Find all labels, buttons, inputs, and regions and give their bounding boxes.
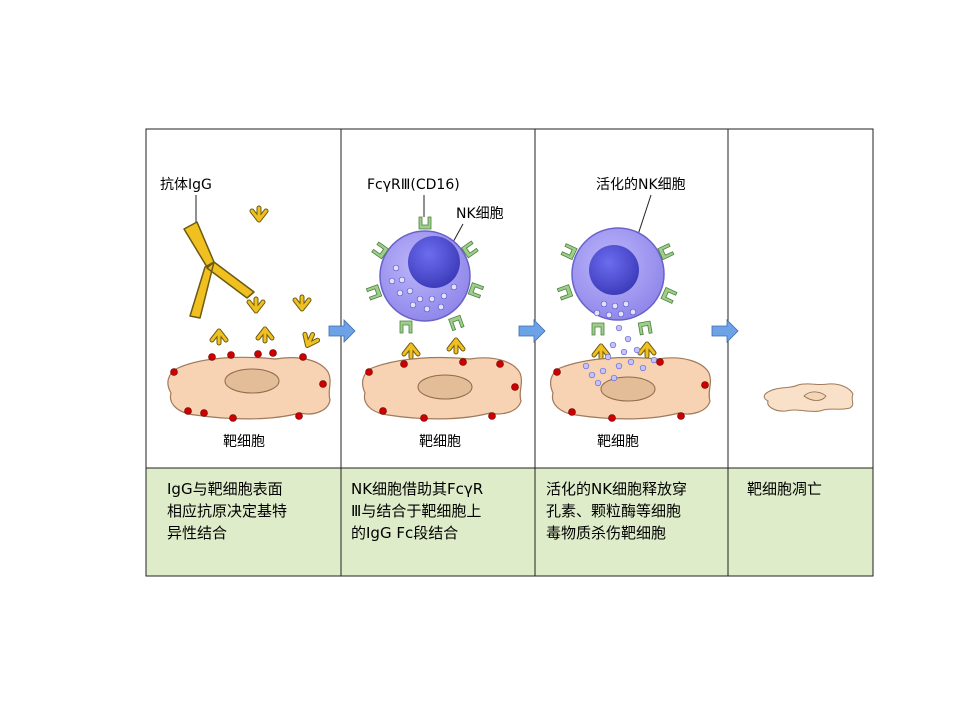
antibody-free: [252, 208, 266, 220]
antibody-free: [295, 297, 309, 309]
antibody-label: 抗体IgG: [160, 177, 212, 193]
caption-line: 靶细胞凋亡: [747, 480, 823, 498]
granules: [593, 300, 637, 319]
panel-4: [711, 319, 854, 412]
caption-line: IgG与靶细胞表面: [167, 480, 283, 498]
antigen-dots: [553, 358, 709, 422]
caption-line: 的IgG Fc段结合: [351, 524, 459, 542]
caption-line: 孔素、颗粒酶等细胞: [546, 502, 682, 520]
released-granules: [582, 324, 658, 387]
antibody-bound: [640, 344, 654, 356]
nk-cell-label: NK细胞: [456, 206, 504, 222]
receptor-cd16: [556, 284, 574, 301]
antibody-free: [301, 332, 319, 349]
target-cell-label: 靶细胞: [223, 434, 265, 450]
receptor-cd16: [448, 314, 465, 332]
antibody-igg-large: [183, 221, 255, 319]
caption-3: 活化的NK细胞释放穿 孔素、颗粒酶等细胞 毒物质杀伤靶细胞: [546, 478, 687, 544]
panel-1: 抗体IgG 靶细胞: [160, 177, 331, 450]
activated-nk-label: 活化的NK细胞: [596, 177, 686, 193]
caption-line: Ⅲ与结合于靶细胞上: [351, 502, 482, 520]
caption-1: IgG与靶细胞表面 相应抗原决定基特 异性结合: [167, 478, 287, 544]
antibody-bound: [404, 345, 418, 357]
receptor-cd16: [591, 322, 605, 336]
nk-nucleus: [589, 245, 639, 295]
caption-line: 相应抗原决定基特: [167, 502, 288, 520]
granules: [388, 264, 458, 313]
caption-line: 异性结合: [167, 524, 228, 542]
fragmented-nucleus: [803, 391, 827, 401]
nk-nucleus: [408, 236, 460, 288]
receptor-cd16: [637, 320, 653, 336]
caption-line: 毒物质杀伤靶细胞: [546, 524, 667, 542]
antibody-bound: [212, 331, 226, 343]
arrow-icon: [711, 319, 739, 343]
antibody-free: [249, 299, 263, 311]
receptor-cd16: [467, 282, 485, 299]
panel-frame: [145, 128, 874, 577]
receptor-cd16: [399, 320, 413, 334]
caption-band: [146, 468, 873, 576]
receptor-cd16: [660, 287, 678, 304]
caption-4: 靶细胞凋亡: [747, 478, 822, 500]
antigen-dots: [365, 358, 519, 422]
target-nucleus: [224, 368, 280, 394]
antibody-bound: [449, 340, 463, 352]
target-cell-label: 靶细胞: [419, 434, 461, 450]
receptor-cd16: [365, 284, 383, 301]
panel-2: FcγRⅢ(CD16) NK细胞 靶细胞: [328, 177, 523, 450]
antibody-bound: [258, 329, 272, 341]
caption-line: NK细胞借助其FcγR: [351, 480, 484, 498]
arrow-icon: [328, 319, 356, 343]
panel-3: 活化的NK细胞: [518, 177, 712, 450]
target-nucleus: [600, 376, 656, 402]
receptor-label: FcγRⅢ(CD16): [367, 177, 460, 193]
caption-2: NK细胞借助其FcγR Ⅲ与结合于靶细胞上 的IgG Fc段结合: [351, 478, 483, 544]
target-nucleus: [417, 374, 473, 400]
caption-line: 活化的NK细胞释放穿: [546, 480, 688, 498]
target-cell-label: 靶细胞: [597, 434, 639, 450]
receptor-cd16: [418, 216, 432, 230]
antigen-dots: [170, 349, 327, 422]
arrow-icon: [518, 319, 546, 343]
